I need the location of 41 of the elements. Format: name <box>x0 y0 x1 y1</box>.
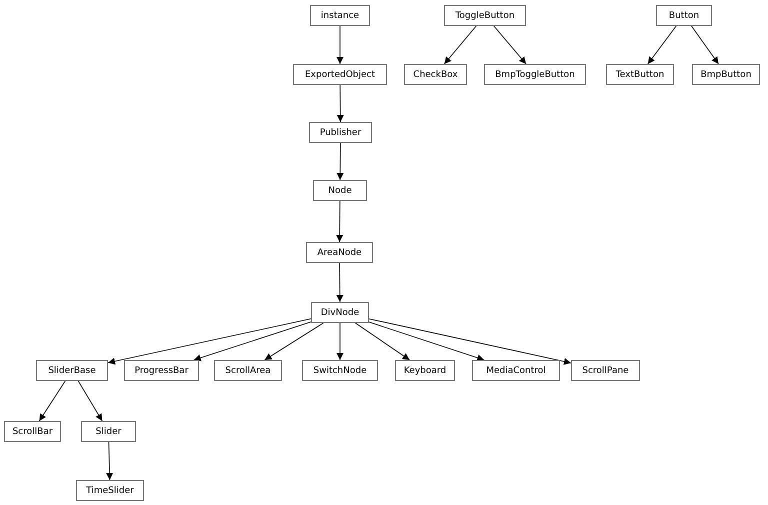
class-box: Node <box>313 180 367 201</box>
arrow <box>264 322 324 360</box>
class-box: DivNode <box>311 302 369 323</box>
class-box: ScrollArea <box>214 360 282 381</box>
class-box: Keyboard <box>395 360 455 381</box>
arrow <box>38 380 66 422</box>
arrow <box>78 380 103 422</box>
class-box: SwitchNode <box>302 360 378 381</box>
arrow <box>336 142 344 180</box>
class-box: AreaNode <box>306 242 373 263</box>
class-box: ExportedObject <box>293 64 387 85</box>
class-box: Button <box>656 5 712 26</box>
arrow <box>368 322 485 362</box>
class-box: TimeSlider <box>76 480 144 501</box>
class-box: CheckBox <box>404 64 467 85</box>
class-box: ProgressBar <box>124 360 199 381</box>
class-box: instance <box>310 5 370 26</box>
arrow <box>336 262 344 302</box>
class-box: ScrollPane <box>571 360 640 381</box>
arrow <box>444 26 477 64</box>
class-box: BmpToggleButton <box>484 64 586 85</box>
arrow <box>106 442 114 480</box>
arrow <box>691 26 719 64</box>
class-box: BmpButton <box>692 64 760 85</box>
arrow <box>494 26 526 64</box>
arrow <box>368 318 572 365</box>
arrow <box>336 84 344 122</box>
class-box: SliderBase <box>36 360 108 381</box>
arrow <box>336 322 344 360</box>
class-box: TextButton <box>606 64 674 85</box>
class-box: ToggleButton <box>444 5 526 26</box>
arrow <box>647 26 677 64</box>
arrow <box>336 200 344 242</box>
arrow <box>193 322 312 362</box>
arrow <box>336 26 344 64</box>
class-box: Publisher <box>309 122 372 143</box>
arrow <box>108 318 312 365</box>
class-box: Slider <box>81 421 136 442</box>
class-box: MediaControl <box>472 360 560 381</box>
class-box: ScrollBar <box>4 421 61 442</box>
arrow <box>355 322 410 360</box>
